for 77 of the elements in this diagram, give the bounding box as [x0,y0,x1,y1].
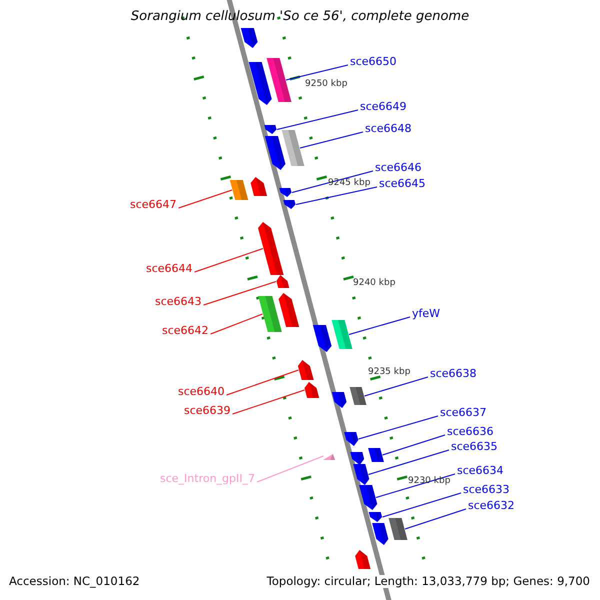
leader-line [358,416,438,440]
gene-feature [250,177,267,196]
gene-feature [344,432,358,446]
gene-label: sce6645 [379,177,426,190]
gene-label: sce6636 [447,425,494,438]
gene-feature [276,275,290,288]
gene-feature [258,222,284,275]
gene-label: sce6648 [365,122,412,135]
gene-feature [240,28,258,48]
gene-label: sce6635 [451,440,498,453]
gene-feature [283,200,296,209]
gene-feature [368,512,382,522]
gene-label: sce6644 [146,262,193,275]
gene-feature [264,136,286,170]
gene-label: yfeW [412,307,440,320]
gene-block [266,58,292,102]
scale-label: 9245 kbp [328,177,370,190]
leader-line [404,508,466,530]
gene-label: sce6632 [468,499,515,512]
gene-label: sce6639 [184,404,231,417]
scale-label: 9240 kbp [353,277,396,290]
leader-line [296,186,378,205]
footer-text: Accession: NC_010162 [9,575,140,588]
gene-label: sce6633 [463,483,510,496]
gene-block [388,518,408,540]
gene-label: sce6647 [130,198,177,211]
leader-line [194,248,264,272]
gene-label: sce6646 [375,161,422,174]
gene-feature [322,454,336,460]
leader-line [300,132,364,148]
gene-block [368,448,384,462]
gene-feature [279,188,292,197]
title: Sorangium cellulosum 'So ce 56', complete genome [130,10,470,23]
gene-label: sce6649 [360,100,407,113]
scale-label: 9250 kbp [305,78,348,91]
gene-block [258,296,282,332]
leader-line [376,474,456,498]
gene-label: sce6638 [430,367,477,380]
leader-line [348,316,410,335]
scale-label: 9230 kbp [408,475,450,488]
gene-label: sce6643 [155,295,202,308]
leader-line [276,110,358,130]
leader-line [286,64,348,80]
gene-block [282,130,304,166]
leader-line [382,492,462,518]
gene-label: sce_Intron_gpII_7 [160,472,256,485]
gene-label: sce6634 [457,464,504,477]
gene-feature [332,392,346,408]
gene-feature [264,125,276,134]
leader-line [226,370,299,396]
gene-feature [353,464,370,485]
leader-line [382,434,446,456]
gene-block [332,320,352,349]
gene-label: sce6650 [350,55,397,68]
leader-line [292,170,374,193]
gene-block [230,180,248,200]
leader-line [368,450,450,475]
gene-block [350,387,366,405]
gene-label: sce6640 [178,385,225,398]
gene-feature [304,382,320,398]
gene-feature [312,325,332,352]
leader-line [210,314,263,334]
leader-line [203,281,276,306]
leader-line [178,190,232,208]
gene-feature [298,360,314,380]
footer-text: Topology: circular; Length: 13,033,779 bp; Genes: 9,700 [266,575,590,588]
scale-label: 9235 kbp [368,366,410,379]
leader-line [364,376,428,396]
gene-label: sce6637 [440,406,487,419]
gene-feature [248,62,272,105]
gene-feature [355,550,370,569]
gene-feature [278,293,300,327]
leader-line [232,390,305,414]
gene-label: sce6642 [162,324,209,337]
gene-feature [359,485,378,510]
gene-feature [350,452,364,465]
leader-line [256,456,324,482]
